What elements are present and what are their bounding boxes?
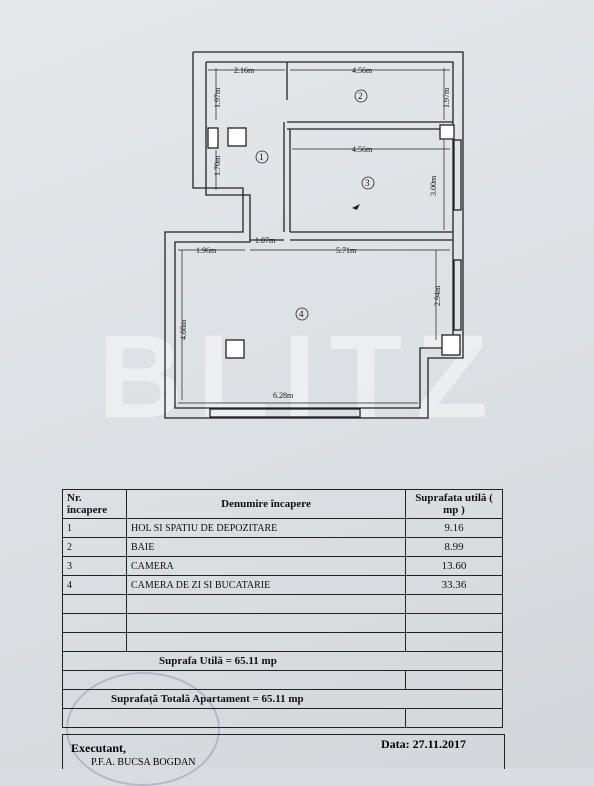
room-number-circles (255, 89, 375, 321)
dim-living-right: 5.71m (336, 246, 357, 255)
table-header-row: Nr. încapere Denumire încapere Suprafata… (62, 489, 503, 519)
dim-room3-width: 4.56m (352, 145, 373, 154)
dim-living-height: 4.66m (179, 319, 188, 340)
row-area: 13.60 (405, 556, 503, 576)
dim-living-bottom: 6.28m (273, 391, 294, 400)
header-area: Suprafata utilă ( mp ) (405, 489, 503, 519)
row-name: CAMERA DE ZI SI BUCATARIE (126, 575, 406, 595)
dim-living-right-height: 2.94m (433, 285, 442, 306)
executant-label: Executant, (71, 741, 126, 755)
row-nr: 1 (62, 518, 127, 538)
row-nr: 4 (62, 575, 127, 595)
dim-living-left: 1.96m (196, 246, 217, 255)
date-text: Data: 27.11.2017 (381, 737, 466, 751)
table-row-empty (62, 613, 503, 633)
dim-hall-upper: 1.97m (213, 87, 222, 108)
table-row: 2 BAIE 8.99 (62, 537, 503, 557)
room-number-2: 2 (358, 91, 363, 101)
pen-mark-icon (352, 204, 360, 210)
executant-name: P.F.A. BUCSA BOGDAN (91, 757, 196, 768)
table-row: 3 CAMERA 13.60 (62, 556, 503, 576)
table-row: 1 HOL SI SPATIU DE DEPOZITARE 9.16 (62, 518, 503, 538)
rooms-table: Nr. încapere Denumire încapere Suprafata… (62, 489, 503, 728)
room-number-3: 3 (365, 178, 370, 188)
dim-top-right: 4.56m (352, 66, 373, 75)
dim-room3-height: 3.00m (429, 175, 438, 196)
row-area: 9.16 (405, 518, 503, 538)
header-name: Denumire încapere (126, 489, 406, 519)
apartment-total-row: Suprafață Totală Apartament = 65.11 mp (62, 689, 503, 709)
useful-total-row: Suprafa Utilă = 65.11 mp (62, 651, 503, 671)
dim-door: 1.07m (255, 236, 276, 245)
table-row-empty (62, 670, 503, 690)
room-number-4: 4 (299, 309, 304, 319)
watermark-text: BLITZ (97, 311, 503, 443)
structural-columns (207, 124, 461, 359)
room-number-1: 1 (259, 152, 264, 162)
row-area: 8.99 (405, 537, 503, 557)
outer-walls (164, 51, 464, 419)
row-name: BAIE (126, 537, 406, 557)
dimension-lines (178, 68, 450, 404)
row-nr: 3 (62, 556, 127, 576)
dim-bath-height: 1.97m (442, 87, 451, 108)
row-nr: 2 (62, 537, 127, 557)
row-name: CAMERA (126, 556, 406, 576)
header-nr: Nr. încapere (62, 489, 127, 519)
table-row-empty (62, 594, 503, 614)
signature-block: Executant, P.F.A. BUCSA BOGDAN Data: 27.… (62, 734, 505, 769)
row-name: HOL SI SPATIU DE DEPOZITARE (126, 518, 406, 538)
table-row: 4 CAMERA DE ZI SI BUCATARIE 33.36 (62, 575, 503, 595)
row-area: 33.36 (405, 575, 503, 595)
table-row-empty (62, 708, 503, 728)
dim-top-left: 2.16m (234, 66, 255, 75)
apartment-total-text: Suprafață Totală Apartament = 65.11 mp (62, 689, 503, 709)
useful-total-text: Suprafa Utilă = 65.11 mp (62, 651, 503, 671)
floor-plan: 2.16m 4.56m 1.97m 1.97m 1.70m 4.56m 3.00… (164, 51, 464, 419)
table-row-empty (62, 632, 503, 652)
dim-hall-lower: 1.70m (213, 155, 222, 176)
